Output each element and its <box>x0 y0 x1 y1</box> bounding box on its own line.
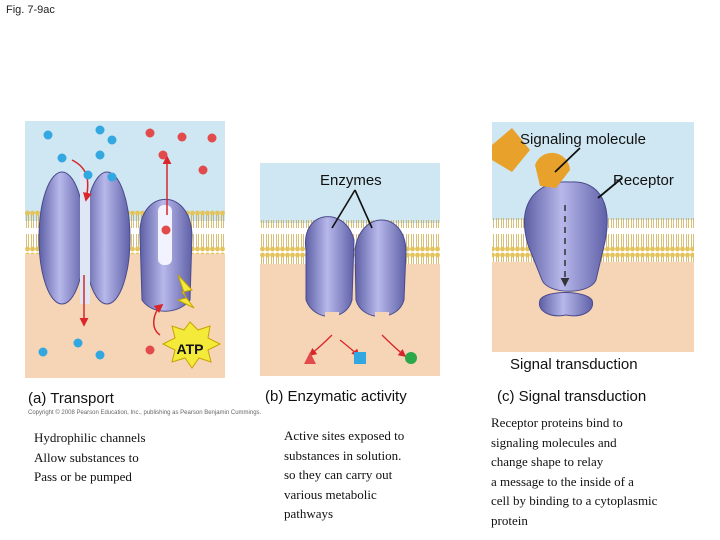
atp-burst: ATP <box>161 321 222 369</box>
panel-c-description: Receptor proteins bind to signaling mole… <box>491 415 658 528</box>
copyright-notice: Copyright © 2008 Pearson Education, Inc.… <box>28 410 262 416</box>
energy-bolt-icon <box>176 274 195 309</box>
receptor-label: Receptor <box>613 172 674 189</box>
receptor-protein <box>523 181 608 317</box>
substrate-triangle <box>304 352 316 364</box>
panel-b-illustration <box>260 163 440 376</box>
panel-a-label: (a) Transport <box>28 390 114 407</box>
panel-a-description: Hydrophilic channels Allow substances to… <box>34 430 146 484</box>
enzymes-label: Enzymes <box>320 172 382 189</box>
signal-transduction-callout: Signal transduction <box>510 356 638 373</box>
enzymes-pointer-right <box>354 189 373 229</box>
panel-b-description: Active sites exposed to substances in so… <box>284 428 405 521</box>
solute-particles <box>38 125 217 360</box>
channel-protein <box>38 171 131 305</box>
panel-c-label: (c) Signal transduction <box>497 388 647 405</box>
signaling-molecule-pointer <box>554 147 581 173</box>
panel-a-illustration: ATP <box>25 121 225 378</box>
receptor-pointer <box>597 177 623 199</box>
enzymes-pointer-left <box>331 189 356 229</box>
panel-b-label: (b) Enzymatic activity <box>265 388 407 405</box>
enzyme-proteins <box>305 216 407 326</box>
bound-signal-molecule <box>535 152 570 188</box>
panel-c-illustration <box>492 122 694 352</box>
pump-arrow-in <box>153 303 164 336</box>
signaling-molecule-label: Signaling molecule <box>520 131 646 148</box>
figure-label: Fig. 7-9ac <box>6 4 55 16</box>
product-circle <box>405 352 417 364</box>
pump-protein <box>139 198 193 312</box>
intermediate-square <box>354 352 366 364</box>
atp-label: ATP <box>177 341 204 357</box>
signaling-molecule-shape <box>492 128 530 172</box>
